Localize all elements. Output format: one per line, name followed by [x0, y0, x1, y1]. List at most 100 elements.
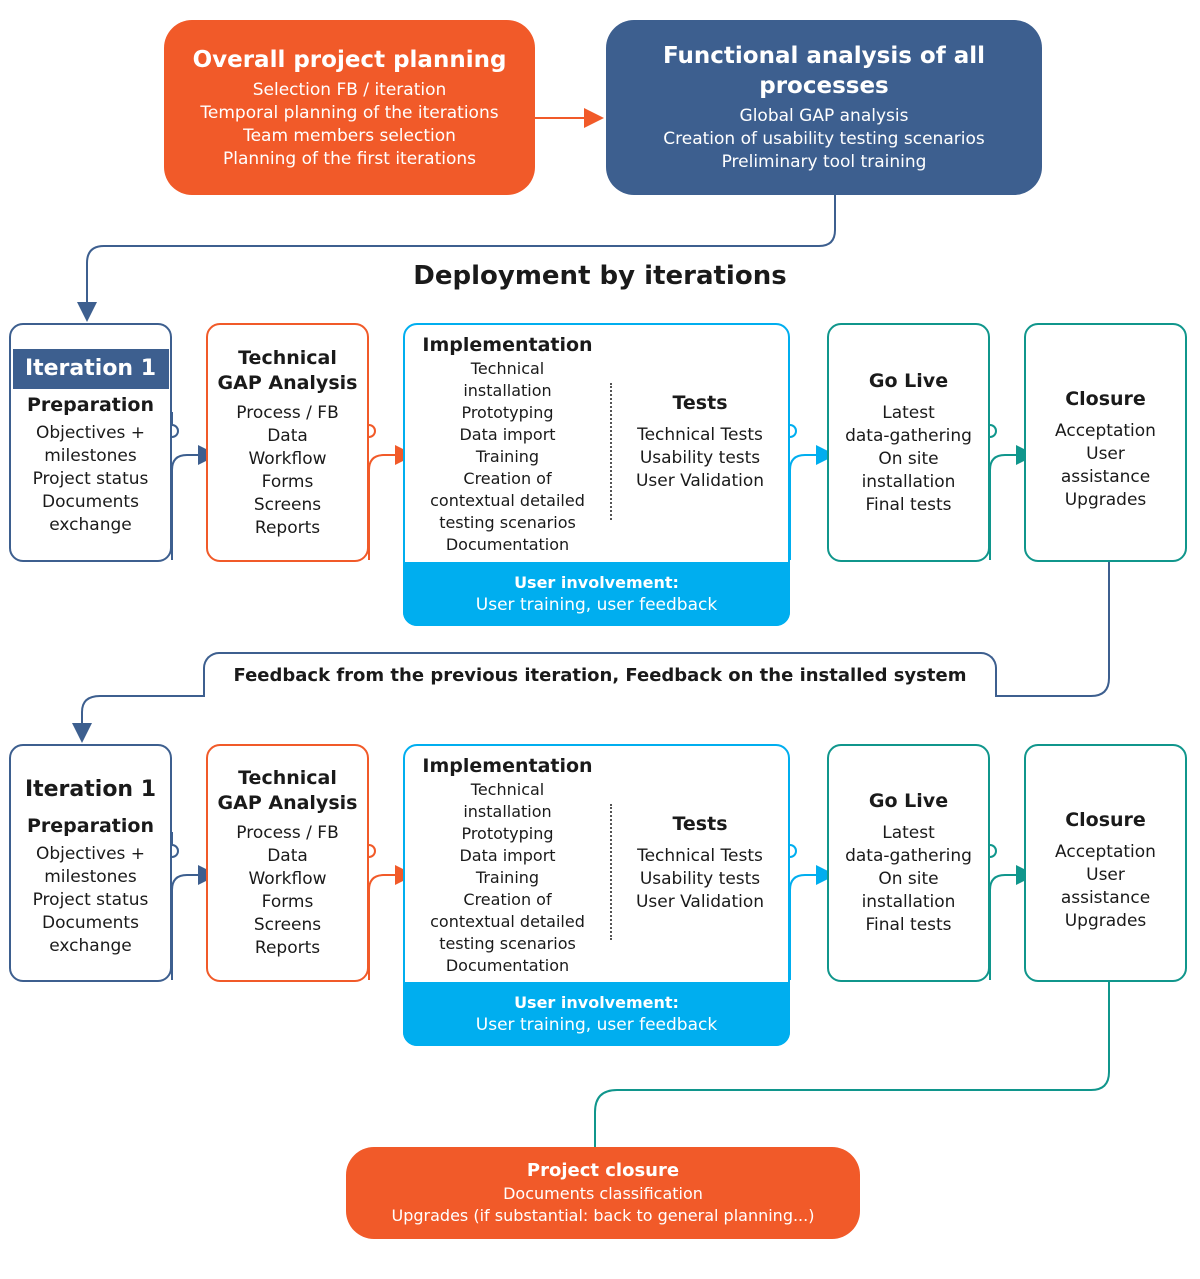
functional-analysis-box: Functional analysis of all processes Glo…	[606, 20, 1042, 195]
technical-gap-line: Workflow	[248, 448, 327, 469]
project-closure-line: Documents classification	[503, 1184, 703, 1203]
preparation-line: milestones	[44, 867, 137, 887]
preparation-line: Objectives +	[35, 844, 146, 864]
preparation-title: Preparation	[27, 394, 154, 416]
go-live-line: Latest	[882, 823, 935, 843]
go-live-title: Go Live	[868, 790, 949, 812]
implementation-line: testing scenarios	[439, 934, 576, 953]
closure-title: Closure	[1065, 809, 1146, 831]
preparation-line: Project status	[32, 890, 149, 910]
implementation-line: testing scenarios	[439, 513, 576, 532]
closure-line: assistance	[1060, 888, 1151, 908]
implementation-line: Documentation	[445, 956, 570, 975]
column-divider	[610, 383, 612, 520]
user-involvement-box: User involvement: User training, user fe…	[403, 982, 790, 1046]
technical-gap-line: Process / FB	[236, 402, 339, 423]
functional-analysis-line: Creation of usability testing scenarios	[663, 129, 985, 149]
go-live-line: On site	[878, 869, 939, 889]
implementation-column: Implementation Technical installation Pr…	[405, 746, 610, 982]
column-divider	[610, 804, 612, 940]
preparation-card: Iteration 1 Preparation Objectives + mil…	[9, 744, 172, 982]
technical-gap-line: Screens	[253, 915, 322, 935]
preparation-line: Documents	[42, 492, 139, 512]
implementation-line: Data import	[459, 846, 556, 865]
closure-line: Upgrades	[1064, 911, 1147, 931]
technical-gap-title: Technical	[238, 346, 337, 369]
technical-gap-title: Technical	[238, 767, 337, 789]
technical-gap-card: Technical GAP Analysis Process / FB Data…	[206, 744, 369, 982]
overall-planning-line: Planning of the first iterations	[222, 148, 477, 169]
tests-line: Technical Tests	[637, 425, 763, 445]
section-title: Deployment by iterations	[413, 261, 787, 291]
implementation-title: Implementation	[422, 755, 593, 777]
technical-gap-line: Process / FB	[236, 823, 339, 843]
preparation-title: Preparation	[27, 815, 154, 837]
preparation-line: milestones	[44, 446, 137, 466]
go-live-line: data-gathering	[845, 425, 972, 446]
closure-line: Acceptation	[1055, 842, 1156, 862]
user-involvement-line: User training, user feedback	[475, 1015, 718, 1035]
tests-line: Usability tests	[639, 869, 761, 889]
go-live-line: installation	[861, 892, 956, 912]
project-closure-line: Upgrades (if substantial: back to genera…	[391, 1206, 815, 1225]
go-live-line: data-gathering	[845, 846, 972, 866]
tests-line: Technical Tests	[637, 846, 763, 866]
implementation-title: Implementation	[422, 334, 593, 356]
project-closure-box: Project closure Documents classification…	[346, 1147, 860, 1239]
user-involvement-line: User training, user feedback	[475, 595, 718, 615]
implementation-line: Documentation	[445, 535, 570, 554]
preparation-card: Iteration 1 Preparation Objectives + mil…	[9, 323, 172, 562]
tests-line: User Validation	[635, 892, 765, 912]
overall-planning-line: Temporal planning of the iterations	[200, 102, 499, 123]
implementation-line: Prototyping	[461, 824, 554, 843]
implementation-line: installation	[463, 381, 552, 400]
preparation-line: exchange	[49, 936, 132, 956]
implementation-line: Creation of	[463, 469, 552, 488]
functional-analysis-line: Global GAP analysis	[739, 106, 909, 126]
iteration-label: Iteration 1	[12, 349, 169, 389]
technical-gap-title: GAP Analysis	[217, 371, 358, 394]
user-involvement-title: User involvement:	[514, 993, 679, 1012]
implementation-line: contextual detailed	[430, 491, 585, 510]
tests-column: Tests Technical Tests Usability tests Us…	[612, 746, 788, 982]
overall-planning-title: Overall project planning	[192, 46, 507, 73]
technical-gap-line: Reports	[254, 517, 321, 538]
go-live-line: Final tests	[865, 494, 952, 515]
tests-column: Tests Technical Tests Usability tests Us…	[612, 325, 788, 562]
tests-title: Tests	[672, 392, 728, 414]
implementation-line: Training	[475, 447, 540, 466]
implementation-line: installation	[463, 802, 552, 821]
technical-gap-line: Forms	[261, 892, 314, 912]
implementation-card: Implementation Technical installation Pr…	[403, 744, 790, 1046]
closure-card: Closure Acceptation User assistance Upgr…	[1024, 744, 1187, 982]
user-involvement-title: User involvement:	[514, 573, 679, 592]
go-live-line: Final tests	[865, 915, 952, 935]
closure-title: Closure	[1065, 388, 1146, 410]
implementation-line: Training	[475, 868, 540, 887]
closure-line: Acceptation	[1055, 421, 1156, 441]
closure-line: assistance	[1060, 467, 1151, 487]
implementation-line: Data import	[459, 425, 556, 444]
go-live-card: Go Live Latest data-gathering On site in…	[827, 744, 990, 982]
go-live-line: On site	[878, 448, 939, 469]
implementation-line: Prototyping	[461, 403, 554, 422]
overall-planning-line: Selection FB / iteration	[252, 79, 447, 100]
overall-planning-box: Overall project planning Selection FB / …	[164, 20, 535, 195]
technical-gap-line: Screens	[253, 494, 322, 515]
technical-gap-line: Data	[267, 425, 308, 446]
iteration-label: Iteration 1	[24, 777, 157, 802]
tests-line: Usability tests	[639, 448, 761, 468]
implementation-line: Technical	[470, 359, 545, 378]
technical-gap-line: Workflow	[248, 869, 327, 889]
tests-title: Tests	[672, 813, 728, 835]
closure-line: User	[1086, 865, 1125, 885]
technical-gap-line: Data	[267, 846, 308, 866]
technical-gap-title: GAP Analysis	[217, 792, 358, 814]
implementation-column: Implementation Technical installation Pr…	[405, 325, 610, 562]
closure-line: User	[1086, 444, 1125, 464]
project-closure-title: Project closure	[526, 1160, 680, 1181]
implementation-line: contextual detailed	[430, 912, 585, 931]
functional-analysis-line: Preliminary tool training	[721, 152, 927, 172]
feedback-banner: Feedback from the previous iteration, Fe…	[203, 652, 997, 697]
closure-line: Upgrades	[1064, 490, 1147, 510]
